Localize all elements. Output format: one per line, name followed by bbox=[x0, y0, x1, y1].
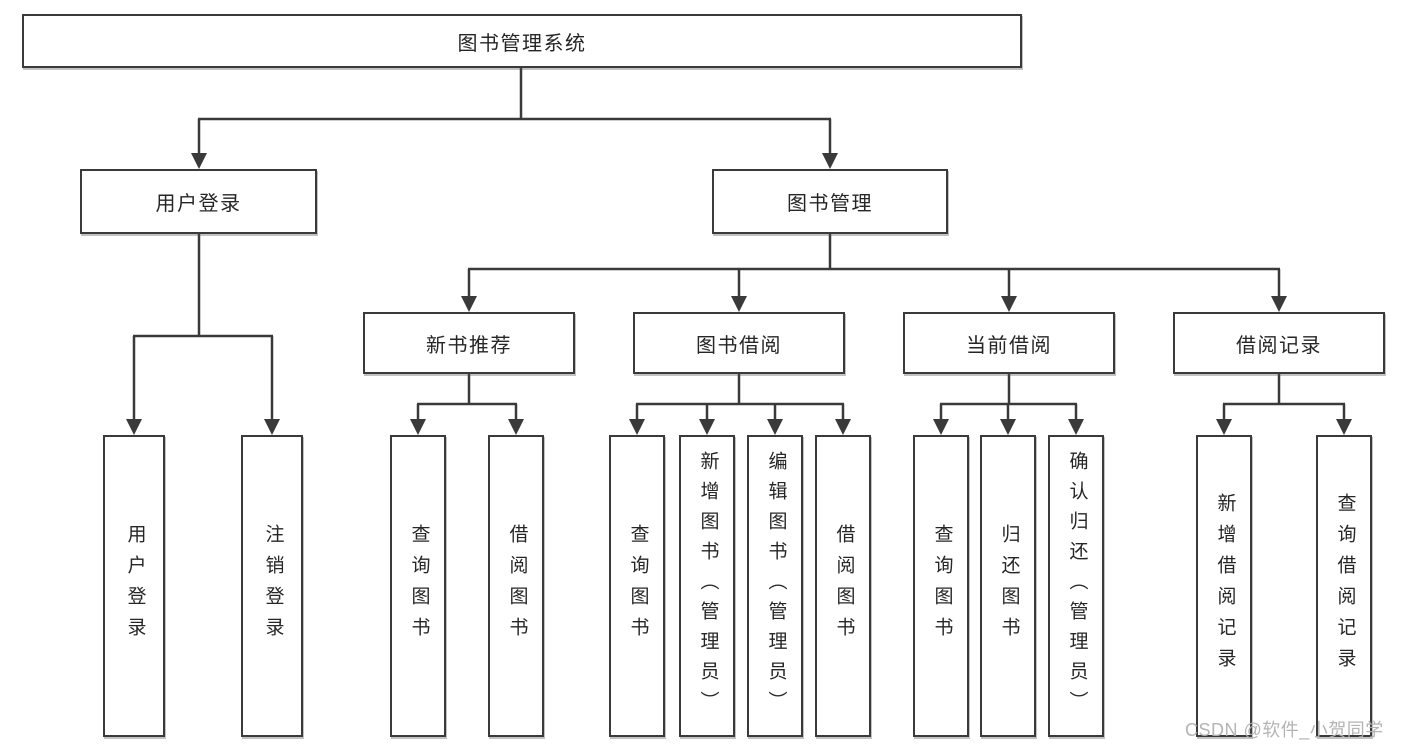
leaf-logout: 注销登录 bbox=[241, 435, 303, 737]
leaf-user-login: 用户登录 bbox=[103, 435, 165, 737]
node-module-current-borrow: 当前借阅 bbox=[903, 312, 1115, 374]
leaf-confirm-return-admin: 确认归还（管理员） bbox=[1048, 435, 1104, 737]
node-root: 图书管理系统 bbox=[22, 14, 1022, 68]
leaf-add-books-admin: 新增图书（管理员） bbox=[679, 435, 735, 737]
csdn-watermark: CSDN @软件_小贺同学 bbox=[1185, 720, 1384, 740]
node-module-borrow-records: 借阅记录 bbox=[1173, 312, 1385, 374]
leaf-borrow-books: 借阅图书 bbox=[815, 435, 871, 737]
leaf-add-borrow-record: 新增借阅记录 bbox=[1196, 435, 1252, 737]
arrowheads bbox=[126, 153, 1352, 435]
leaf-query-books-borrow: 查询图书 bbox=[609, 435, 665, 737]
leaf-edit-books-admin: 编辑图书（管理员） bbox=[747, 435, 803, 737]
leaf-return-books: 归还图书 bbox=[980, 435, 1036, 737]
leaf-query-books-recommend: 查询图书 bbox=[390, 435, 446, 737]
leaf-query-borrow-record: 查询借阅记录 bbox=[1316, 435, 1372, 737]
leaf-borrow-books-recommend: 借阅图书 bbox=[488, 435, 544, 737]
leaf-query-books-current: 查询图书 bbox=[913, 435, 969, 737]
node-branch-book-management: 图书管理 bbox=[712, 169, 948, 234]
node-branch-user-login: 用户登录 bbox=[80, 169, 317, 234]
node-module-new-book-recommend: 新书推荐 bbox=[363, 312, 575, 374]
node-module-book-borrow: 图书借阅 bbox=[633, 312, 845, 374]
